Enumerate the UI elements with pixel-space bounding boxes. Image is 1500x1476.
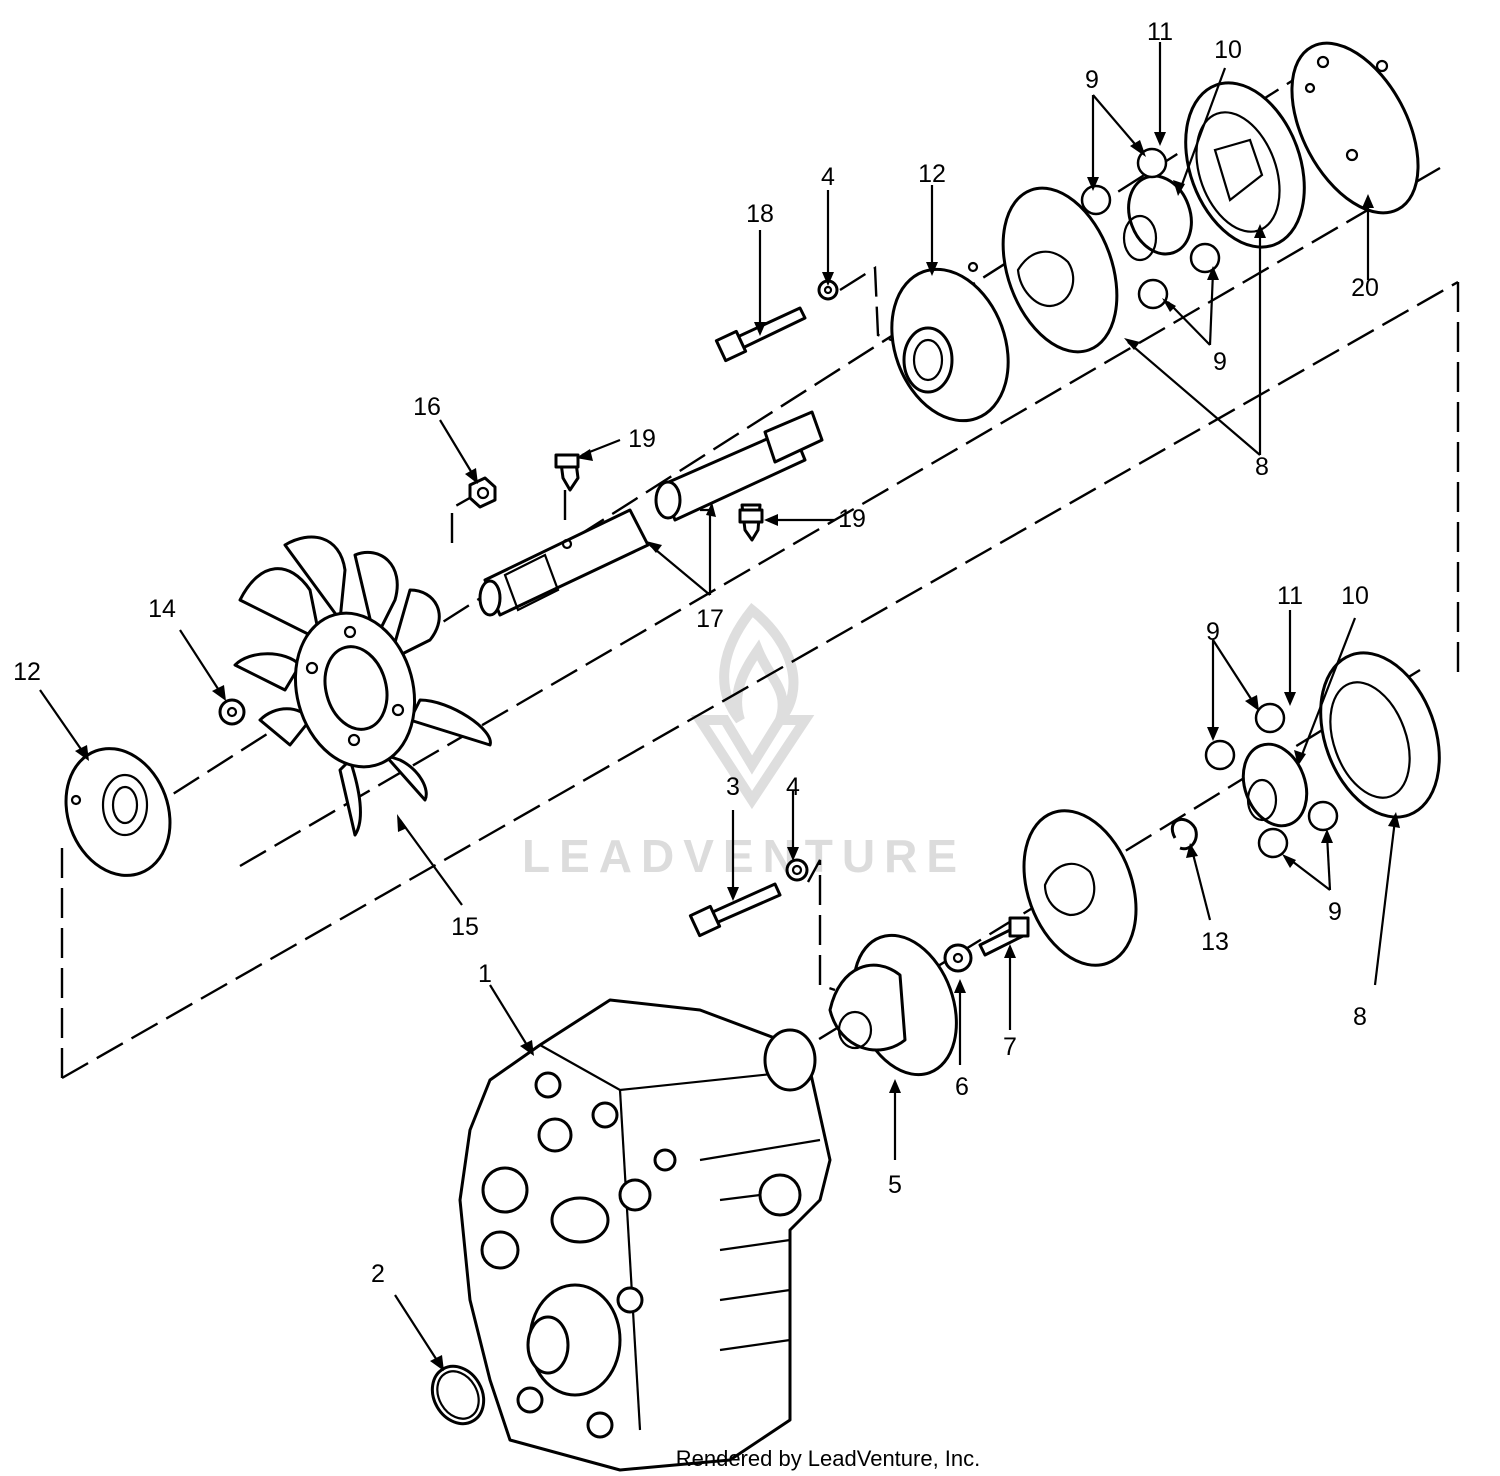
callout-5: 5 [888, 1171, 902, 1199]
o-ring [430, 1364, 486, 1426]
callout-8-lower: 8 [1353, 1003, 1367, 1031]
fan-washer [218, 698, 246, 726]
watermark: LEADVENTURE [522, 602, 966, 882]
callout-9-upper-bottom: 9 [1213, 348, 1227, 376]
upper-bolt-washer [714, 279, 839, 363]
cooling-fan [233, 535, 492, 837]
callout-12-upper: 12 [918, 160, 946, 188]
callout-3: 3 [726, 773, 740, 801]
callout-2: 2 [371, 1260, 385, 1288]
callout-19-upper: 19 [628, 425, 656, 453]
callout-19-lower: 19 [838, 505, 866, 533]
callout-10-lower: 10 [1341, 582, 1369, 610]
callout-8-upper: 8 [1255, 453, 1269, 481]
callout-6: 6 [955, 1073, 969, 1101]
callout-13: 13 [1201, 928, 1229, 956]
callout-1: 1 [478, 960, 492, 988]
callout-9-lower-bottom: 9 [1328, 898, 1342, 926]
grease-fittings [554, 453, 764, 542]
callout-7: 7 [1003, 1033, 1017, 1061]
callout-labels: 11 10 9 12 4 18 20 9 16 19 8 19 17 11 10… [13, 18, 1379, 1288]
upper-hub-flange [890, 261, 1010, 423]
callout-9-upper-top: 9 [1085, 66, 1099, 94]
upper-coupling-assembly [1001, 81, 1306, 354]
callout-16: 16 [413, 393, 441, 421]
callout-14: 14 [148, 595, 176, 623]
lower-left-hub-flange [64, 747, 172, 877]
drive-shafts [478, 410, 824, 617]
callout-11-upper: 11 [1147, 18, 1173, 46]
lower-hub-hardware [688, 858, 1030, 1077]
gasket-plate [1290, 41, 1420, 215]
callout-12-lower: 12 [13, 658, 41, 686]
watermark-text: LEADVENTURE [522, 830, 966, 882]
callout-11-lower: 11 [1277, 582, 1303, 610]
leader-lines [39, 42, 1400, 1371]
leadventure-flame-logo [690, 602, 815, 810]
nut [468, 476, 497, 509]
hydrostatic-transmission [458, 998, 832, 1472]
callout-9-lower-top: 9 [1206, 618, 1220, 646]
callout-18: 18 [746, 200, 774, 228]
lower-coupling-assembly [1022, 651, 1441, 967]
callout-10-upper: 10 [1214, 36, 1242, 64]
callout-4-lower: 4 [786, 773, 800, 801]
callout-15: 15 [451, 913, 479, 941]
callout-17: 17 [696, 605, 724, 633]
callout-4-upper: 4 [821, 163, 835, 191]
rendered-by-footer: Rendered by LeadVenture, Inc. [676, 1446, 981, 1471]
callout-20: 20 [1351, 274, 1379, 302]
